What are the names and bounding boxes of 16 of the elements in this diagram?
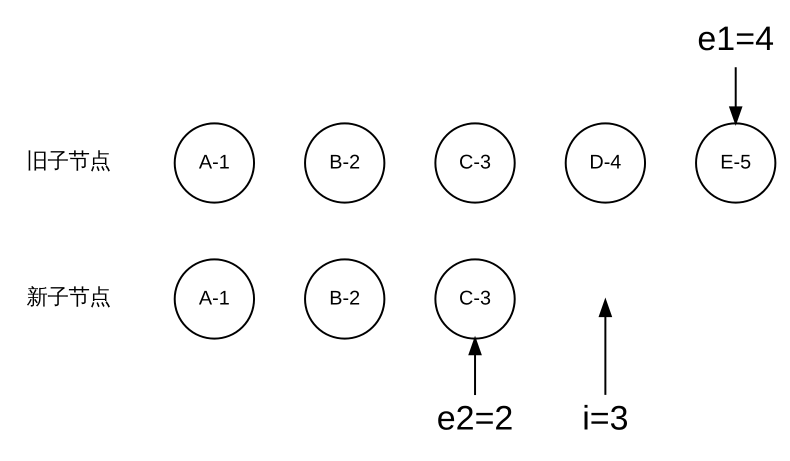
node-circle: A-1 [174,258,256,340]
label: 旧子节点 [26,148,110,172]
arrow [468,335,482,395]
node-circle: C-3 [434,122,516,204]
node-circle: E-5 [695,122,776,204]
node-circle: B-2 [304,122,386,204]
node-text: e1=4 [697,19,774,58]
arrow [598,297,612,394]
node-text: i=3 [582,399,629,438]
node-circle: D-4 [564,122,646,204]
node-circle: C-3 [434,258,516,340]
label: 新子节点 [26,284,110,308]
node-circle: A-1 [174,122,256,204]
node-circle: B-2 [304,258,386,340]
node-text: e2=2 [436,399,514,438]
arrow [728,66,743,126]
